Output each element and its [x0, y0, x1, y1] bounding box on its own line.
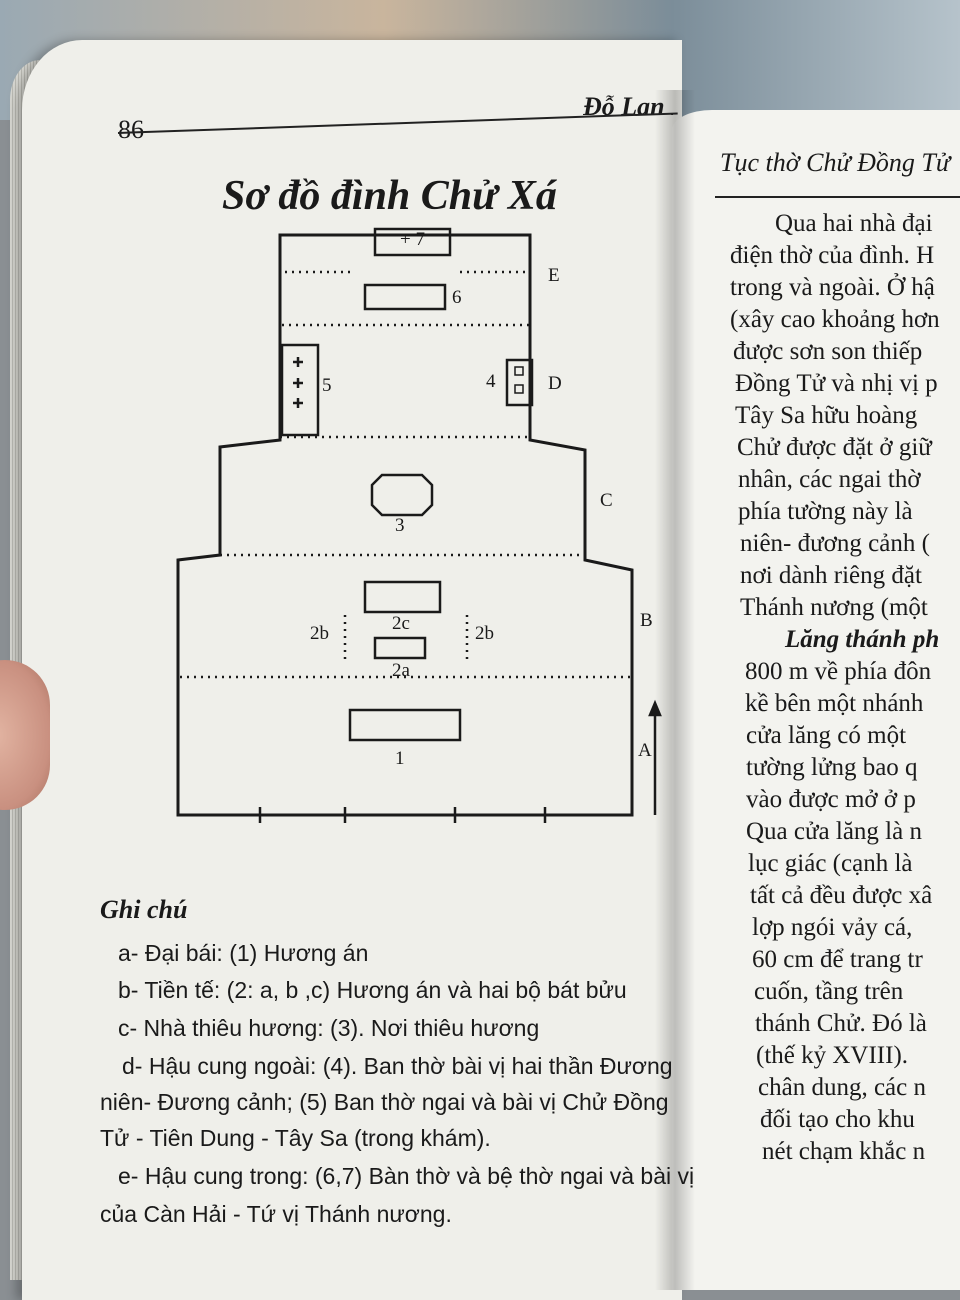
floor-plan-diagram: + 7 E 6 5 4 D C 3 B 2b 2c 2b 2a A 1: [170, 225, 670, 845]
text-line: phía tường này là: [738, 498, 913, 525]
note-line: b- Tiền tế: (2: a, b ,c) Hương án và hai…: [118, 977, 627, 1003]
text-line: (thế kỷ XVIII).: [756, 1042, 909, 1069]
running-header-author: Đỗ Lan Phươ: [583, 92, 673, 121]
note-line: e- Hậu cung trong: (6,7) Bàn thờ và bệ t…: [118, 1163, 693, 1189]
right-header-rule: [715, 196, 960, 198]
text-line: nhân, các ngai thờ: [738, 466, 921, 493]
right-page: [672, 110, 960, 1290]
text-line: tường lửng bao q: [746, 754, 918, 781]
text-line: Chử được đặt ở giữ: [737, 434, 932, 461]
text-line: Thánh nương (một: [740, 594, 928, 621]
label-2b-right: 2b: [475, 623, 494, 644]
text-line: điện thờ của đình. H: [730, 242, 935, 269]
text-line: vào được mở ở p: [746, 786, 916, 813]
text-line: thánh Chử. Đó là: [755, 1010, 927, 1037]
thumb: [0, 660, 50, 810]
label-1: 1: [395, 748, 405, 769]
label-e: E: [548, 265, 560, 286]
text-line: kề bên một nhánh: [745, 690, 924, 717]
note-line: a- Đại bái: (1) Hương án: [118, 940, 369, 966]
text-line: Tây Sa hữu hoàng: [735, 402, 918, 429]
label-6: 6: [452, 287, 462, 308]
text-line: 800 m về phía đôn: [745, 658, 932, 685]
notes-heading: Ghi chú: [100, 895, 188, 924]
page-number: 86: [118, 115, 144, 144]
text-line: Đồng Tử và nhị vị p: [735, 370, 938, 397]
left-page: [22, 40, 682, 1300]
label-2a: 2a: [392, 660, 410, 681]
text-line: lục giác (cạnh là: [748, 850, 913, 877]
note-line: của Càn Hải - Tứ vị Thánh nương.: [100, 1201, 452, 1227]
text-line: Lăng thánh ph: [785, 626, 940, 653]
text-line: (xây cao khoảng hơn: [730, 306, 940, 333]
diagram-title: Sơ đồ đình Chử Xá: [222, 173, 557, 219]
label-7: + 7: [400, 229, 425, 250]
note-line: c- Nhà thiêu hương: (3). Nơi thiêu hương: [118, 1015, 540, 1041]
label-2c: 2c: [392, 613, 410, 634]
text-line: cửa lăng có một: [746, 722, 907, 749]
text-line: nơi dành riêng đặt: [740, 562, 922, 589]
text-line: nét chạm khắc n: [762, 1138, 926, 1165]
text-line: trong và ngoài. Ở hậ: [730, 274, 935, 301]
text-line: niên- đương cảnh (: [740, 530, 930, 557]
text-line: tất cả đều được xâ: [750, 882, 933, 909]
text-line: lợp ngói vảy cá,: [752, 914, 913, 941]
note-line: niên- Đương cảnh; (5) Ban thờ ngai và bà…: [100, 1089, 669, 1115]
floor-plan-svg: [176, 227, 662, 823]
text-line: được sơn son thiếp: [733, 338, 923, 365]
note-line: Tử - Tiên Dung - Tây Sa (trong khám).: [100, 1125, 491, 1151]
text-line: đối tạo cho khu: [760, 1106, 915, 1133]
text-line: chân dung, các n: [758, 1074, 926, 1101]
label-c: C: [600, 490, 613, 511]
book-gutter: [655, 90, 695, 1290]
text-line: 60 cm để trang tr: [752, 946, 923, 973]
right-running-header: Tục thờ Chử Đồng Tử: [720, 148, 951, 177]
label-2b-left: 2b: [310, 623, 329, 644]
text-line: cuốn, tầng trên: [754, 978, 904, 1005]
text-line: Qua hai nhà đại: [775, 210, 933, 237]
label-d: D: [548, 373, 562, 394]
note-line: d- Hậu cung ngoài: (4). Ban thờ bài vị h…: [122, 1053, 673, 1079]
label-4: 4: [486, 371, 496, 392]
label-3: 3: [395, 515, 405, 536]
text-line: Qua cửa lăng là n: [746, 818, 922, 845]
label-b: B: [640, 610, 653, 631]
label-5: 5: [322, 375, 332, 396]
label-a: A: [638, 740, 652, 761]
